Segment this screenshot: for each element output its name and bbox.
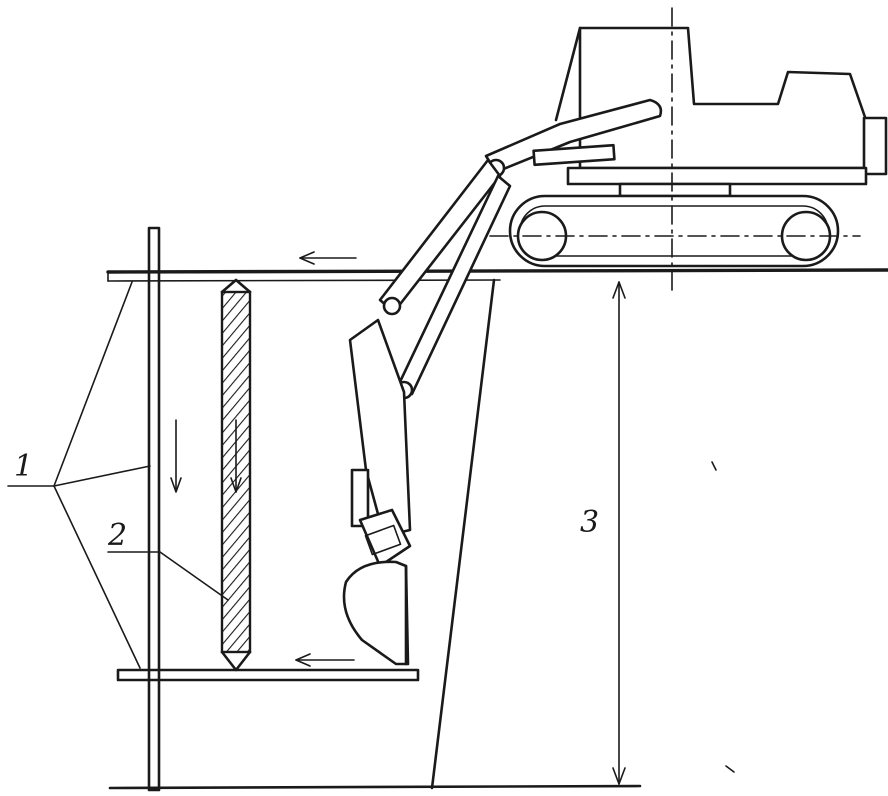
bottom-movement-arrow xyxy=(295,653,355,667)
excavator xyxy=(342,7,888,666)
trench-wall xyxy=(430,278,496,790)
vertical-post xyxy=(147,226,161,792)
label-1: 1 xyxy=(14,449,33,484)
stray-mark xyxy=(725,765,735,773)
label-2: 2 xyxy=(107,518,127,553)
stray-mark xyxy=(711,461,717,471)
label-3: 3 xyxy=(580,505,599,540)
hatched-element xyxy=(220,278,252,672)
upper-ground-level xyxy=(106,268,888,282)
leader-line-label-2 xyxy=(107,551,229,601)
top-movement-arrow xyxy=(299,251,357,265)
leader-lines-label-1 xyxy=(7,281,151,669)
post-direction-arrow xyxy=(170,419,182,493)
depth-dimension xyxy=(612,281,626,785)
trench-bottom-line xyxy=(108,784,642,790)
lower-working-level xyxy=(116,668,420,682)
